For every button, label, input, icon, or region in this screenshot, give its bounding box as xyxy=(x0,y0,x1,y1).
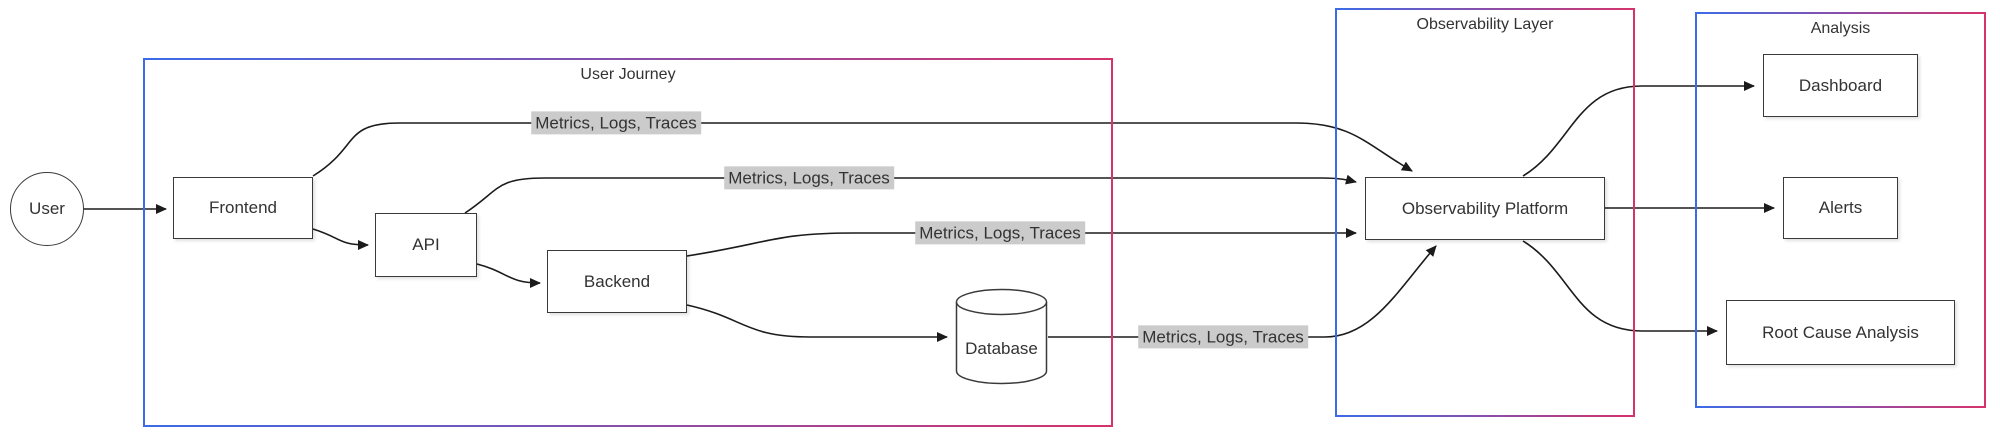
node-frontend-label: Frontend xyxy=(208,198,278,217)
edge-observability-dashboard xyxy=(1522,81,1755,177)
node-root-cause-analysis: Root Cause Analysis xyxy=(1726,300,1955,365)
node-observability-platform-label: Observability Platform xyxy=(1401,198,1569,218)
node-dashboard-label: Dashboard xyxy=(1798,75,1883,95)
edge-observability-rca xyxy=(1522,240,1718,336)
node-database-label: Database xyxy=(965,339,1038,358)
edge-frontend-api xyxy=(312,228,369,250)
node-user-label: User xyxy=(29,199,65,218)
node-alerts: Alerts xyxy=(1783,177,1898,239)
edge-api-observability xyxy=(464,174,1357,214)
edge-label-database-observability: Metrics, Logs, Traces xyxy=(1138,325,1308,349)
edge-api-backend xyxy=(476,263,541,288)
edge-database-observability xyxy=(1048,245,1437,338)
edge-label-frontend-observability: Metrics, Logs, Traces xyxy=(531,111,701,135)
node-backend-label: Backend xyxy=(583,271,651,291)
node-root-cause-analysis-label: Root Cause Analysis xyxy=(1762,322,1919,342)
node-alerts-label: Alerts xyxy=(1818,198,1863,217)
edge-label-backend-observability: Metrics, Logs, Traces xyxy=(915,221,1085,245)
node-api-label: API xyxy=(412,235,440,254)
database-cylinder-icon xyxy=(955,288,1048,385)
node-api: API xyxy=(375,213,477,277)
node-frontend: Frontend xyxy=(173,177,313,239)
edge-backend-database xyxy=(686,304,948,342)
node-database: Database xyxy=(955,288,1048,385)
node-backend: Backend xyxy=(547,250,687,313)
node-observability-platform: Observability Platform xyxy=(1365,177,1605,240)
node-user: User xyxy=(10,172,84,246)
node-dashboard: Dashboard xyxy=(1763,54,1918,117)
edge-label-api-observability: Metrics, Logs, Traces xyxy=(724,166,894,190)
